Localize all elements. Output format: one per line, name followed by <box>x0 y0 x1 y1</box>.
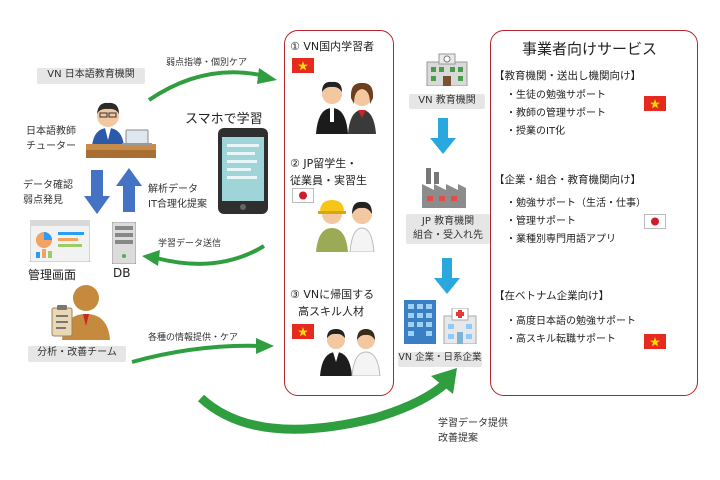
vietnam-flag-icon <box>644 334 666 349</box>
service-item: ・管理サポート <box>506 216 576 227</box>
group1-label: ① VN国内学習者 <box>290 40 375 53</box>
service-item: ・勉強サポート（生活・仕事） <box>506 198 646 209</box>
vietnam-flag-icon <box>644 96 666 111</box>
section-heading: 【教育機関・送出し機関向け】 <box>494 70 641 82</box>
service-item: ・授業のIT化 <box>506 126 566 137</box>
tutor-icon <box>86 102 156 158</box>
down-arrow-icon <box>84 170 110 214</box>
workers-icon <box>316 200 375 252</box>
jp-edu-label: JP 教育機関 組合・受入れ先 <box>406 214 490 244</box>
professionals-icon <box>320 329 381 376</box>
data-confirm-label: データ確認 弱点発見 <box>23 180 73 206</box>
service-item: ・生徒の勉強サポート <box>506 90 606 101</box>
vietnam-flag-icon <box>292 324 314 339</box>
japan-flag-icon <box>644 214 666 229</box>
tutor-label: 日本語教師 チューター <box>26 126 76 152</box>
green-arrow-return <box>142 244 266 266</box>
group3-label: ③ VNに帰国する 高スキル人材 <box>290 288 375 319</box>
learning-data-send-label: 学習データ送信 <box>158 239 222 249</box>
japan-flag-icon <box>292 188 314 203</box>
vn-company-label: VN 企業・日系企業 <box>398 352 482 367</box>
section-heading: 【企業・組合・教育機関向け】 <box>494 174 641 186</box>
up-arrow-icon <box>116 168 142 212</box>
school-building-icon <box>426 53 468 86</box>
students-icon <box>316 81 376 134</box>
analyst-person-icon <box>51 285 110 340</box>
analysis-team-label: 分析・改善チーム <box>28 346 126 362</box>
db-label: DB <box>113 266 131 280</box>
green-arrow-info <box>131 338 274 364</box>
hospital-icon <box>443 308 477 344</box>
admin-screen-label: 管理画面 <box>28 268 77 282</box>
admin-dashboard-icon <box>30 220 90 262</box>
service-item: ・業種別専門用語アプリ <box>506 234 616 245</box>
section-heading: 【在ベトナム企業向け】 <box>494 290 610 302</box>
bottom-data-label: 学習データ提供 改善提案 <box>438 418 508 444</box>
business-services-panel <box>490 30 698 396</box>
smartphone-learning-label: スマホで学習 <box>185 112 263 127</box>
vietnam-flag-icon <box>292 58 314 73</box>
service-item: ・教師の管理サポート <box>506 108 606 119</box>
blue-down-arrow-icon <box>430 118 456 154</box>
blue-down-arrow-icon <box>434 258 460 294</box>
info-care-label: 各種の情報提供・ケア <box>148 333 239 343</box>
service-item: ・高スキル転職サポート <box>506 334 616 345</box>
vn-edu-label: VN 教育機関 <box>409 94 485 109</box>
service-item: ・高度日本語の勉強サポート <box>506 316 636 327</box>
green-arrow-top <box>147 68 277 102</box>
factory-icon <box>422 168 466 208</box>
learner-groups-panel <box>284 30 394 396</box>
weak-guidance-label: 弱点指導・個別ケア <box>166 58 248 68</box>
analysis-data-label: 解析データ IT合理化提案 <box>148 184 208 210</box>
services-title: 事業者向けサービス <box>522 40 658 58</box>
group2-label: ② JP留学生・ 従業員・実習生 <box>290 157 367 187</box>
database-icon <box>112 222 136 264</box>
smartphone-icon <box>218 128 268 214</box>
office-building-icon <box>404 300 436 344</box>
green-arrow-bottom <box>197 368 457 434</box>
vn-institution-label: VN 日本語教育機関 <box>37 68 145 84</box>
